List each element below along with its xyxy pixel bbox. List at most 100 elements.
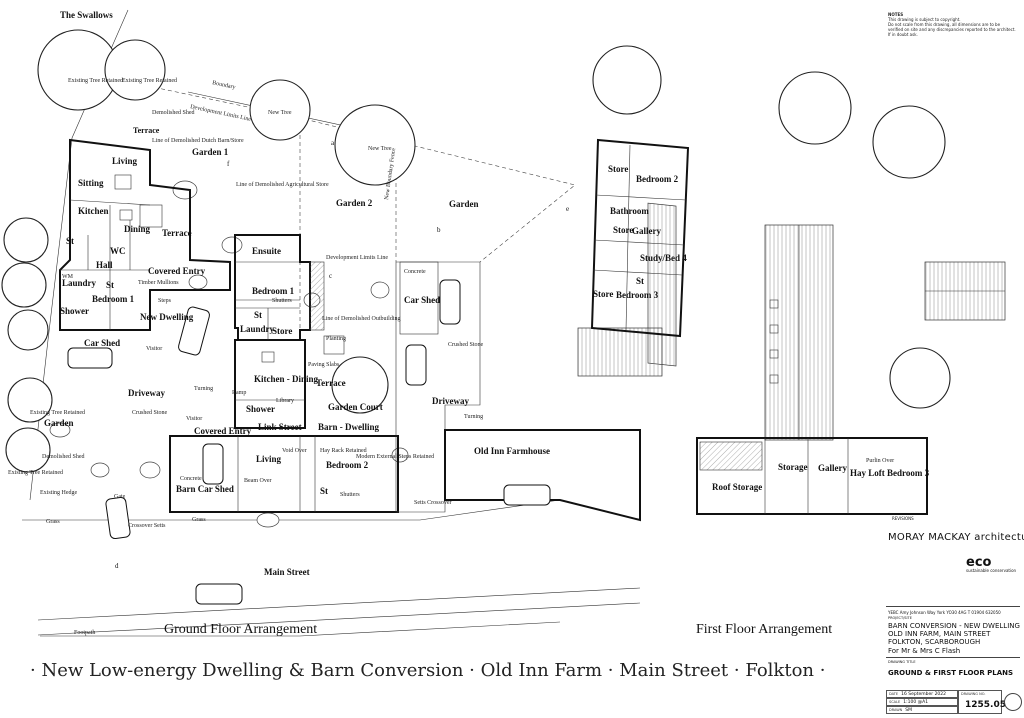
label-driveway-1: Driveway	[128, 388, 165, 398]
label-wm: WM	[62, 274, 74, 280]
section-mark-d: d	[115, 562, 119, 570]
label-footpath: Footpath	[74, 630, 95, 636]
label-concrete-2: Concrete	[404, 269, 426, 275]
label-turning-2: Turning	[464, 414, 483, 420]
section-mark-b: b	[437, 226, 441, 234]
first-floor-dwelling-plan	[577, 138, 690, 377]
label-laundry-barn: Laundry	[240, 324, 275, 334]
label-existing-tree-2: Existing Tree Retained	[122, 78, 177, 84]
project-label: PROJECT/SITE	[888, 616, 912, 620]
label-existing-tree-3: Existing Tree Retained	[30, 410, 85, 416]
label-hay-rack: Hay Rack Retained	[320, 448, 367, 454]
label-timber-mullions: Timber Mullions	[138, 280, 179, 286]
drawing-title-label: DRAWING TITLE	[888, 660, 916, 664]
ff-label-hay-loft: Hay Loft Bedroom 3	[850, 468, 930, 478]
label-kitchen: Kitchen	[78, 206, 109, 216]
label-existing-tree-4: Existing Tree Retained	[8, 470, 63, 476]
label-car-shed-2: Car Shed	[404, 295, 440, 305]
ff-label-roof-storage: Roof Storage	[712, 482, 762, 492]
label-demolished-shed: Demolished Shed	[152, 110, 195, 116]
first-floor-title: First Floor Arrangement	[696, 622, 833, 637]
label-outbuilding: Line of Demolished Outbuilding	[322, 315, 401, 322]
label-shower: Shower	[60, 306, 89, 316]
label-bedroom-1: Bedroom 1	[92, 294, 135, 304]
ff-label-bathroom: Bathroom	[610, 206, 649, 216]
label-dining: Dining	[124, 224, 151, 234]
ff-label-gallery: Gallery	[632, 226, 661, 236]
ground-floor-title: Ground Floor Arrangement	[164, 622, 318, 637]
label-shutters-2: Shutters	[340, 492, 360, 498]
label-paving-slabs: Paving Slabs	[308, 362, 340, 368]
label-sitting: Sitting	[78, 178, 104, 188]
eco-mark: eco	[966, 555, 992, 570]
notes-line-2: Do not scale from this drawing, all dime…	[888, 22, 1016, 37]
eco-logo: eco	[966, 555, 992, 570]
ff-label-bedroom-3: Bedroom 3	[616, 290, 659, 300]
label-existing-tree-1: Existing Tree Retained	[68, 78, 123, 84]
ff-label-gallery-barn: Gallery	[818, 463, 847, 473]
eco-tagline: sustainable conservation	[966, 568, 1017, 573]
label-barn-car-shed: Barn Car Shed	[176, 484, 234, 494]
label-agri-store: Line of Demolished Agricultural Store	[236, 181, 329, 188]
rule	[886, 606, 1020, 607]
label-garden-2: Garden 2	[336, 198, 373, 208]
first-floor-barn-plan	[696, 224, 1006, 515]
label-st-2: St	[106, 280, 114, 290]
ff-label-purlin-over: Purlin Over	[866, 458, 894, 464]
label-barn-dwelling: Barn - Dwelling	[318, 422, 380, 432]
ff-label-bedroom-2: Bedroom 2	[636, 174, 679, 184]
label-dutch-barn: Line of Demolished Dutch Barn/Store	[152, 137, 244, 144]
label-modern-steps: Modern External Steps Retained	[356, 454, 434, 460]
section-mark-c: c	[329, 272, 332, 280]
label-garden-court: Garden Court	[328, 402, 383, 412]
label-garden-1: Garden 1	[192, 147, 229, 157]
label-bedroom-1-barn: Bedroom 1	[252, 286, 295, 296]
label-st-4: St	[320, 486, 328, 496]
label-st-3: St	[254, 310, 262, 320]
label-crushed-stone-2: Crushed Stone	[448, 342, 484, 348]
label-library: Library	[276, 398, 294, 404]
label-dev-limits-2: Development Limits Line	[326, 255, 388, 261]
label-dev-limits-1: Development Limits Line	[190, 104, 252, 123]
label-wc: WC	[110, 246, 126, 256]
label-crossover-setts: Crossover Setts	[128, 523, 166, 529]
trees	[1, 29, 951, 473]
title-block: REVISIONS MORAY MACKAY architecture eco …	[880, 516, 1024, 714]
site-boundary	[22, 9, 641, 637]
ff-label-store-2: Store	[613, 225, 633, 235]
label-void-over: Void Over	[282, 448, 307, 454]
label-covered-entry-1: Covered Entry	[148, 266, 206, 276]
label-new-tree-1: New Tree	[268, 110, 292, 116]
label-living: Living	[112, 156, 138, 166]
ff-label-storage: Storage	[778, 462, 808, 472]
ff-label-store-3: Store	[593, 289, 613, 299]
label-steps-1: Steps	[158, 298, 172, 304]
ff-label-st: St	[636, 276, 644, 286]
label-demolished-shed-2: Demolished Shed	[42, 454, 85, 460]
label-terrace-1: Terrace	[133, 126, 160, 135]
project-details: BARN CONVERSION - NEW DWELLING OLD INN F…	[888, 622, 1020, 655]
label-existing-hedge: Existing Hedge	[40, 490, 77, 496]
revisions-label: REVISIONS	[892, 516, 914, 521]
notes-heading: NOTES	[888, 12, 904, 17]
label-kitchen-dining: Kitchen - Dining	[254, 374, 319, 384]
label-terrace-3: Terrace	[316, 378, 346, 388]
label-driveway-2: Driveway	[432, 396, 469, 406]
label-link-street: Link Street	[258, 422, 302, 432]
practice-address: YEBC Amy Johnson Way York YO30 4AG T 019…	[888, 610, 1001, 615]
label-shutters-1: Shutters	[272, 298, 292, 304]
label-covered-entry-2: Covered Entry	[194, 426, 252, 436]
label-store-barn: Store	[272, 326, 292, 336]
ground-floor-labels: The Swallows Existing Tree Retained Exis…	[8, 10, 550, 636]
barn-dwelling-plan	[169, 234, 641, 522]
label-beam-over: Beam Over	[244, 478, 272, 484]
section-mark-e: e	[566, 205, 569, 213]
label-ensuite: Ensuite	[252, 246, 281, 256]
label-laundry: Laundry	[62, 278, 97, 288]
label-visitor-2: Visitor	[186, 416, 202, 422]
label-living-barn: Living	[256, 454, 282, 464]
